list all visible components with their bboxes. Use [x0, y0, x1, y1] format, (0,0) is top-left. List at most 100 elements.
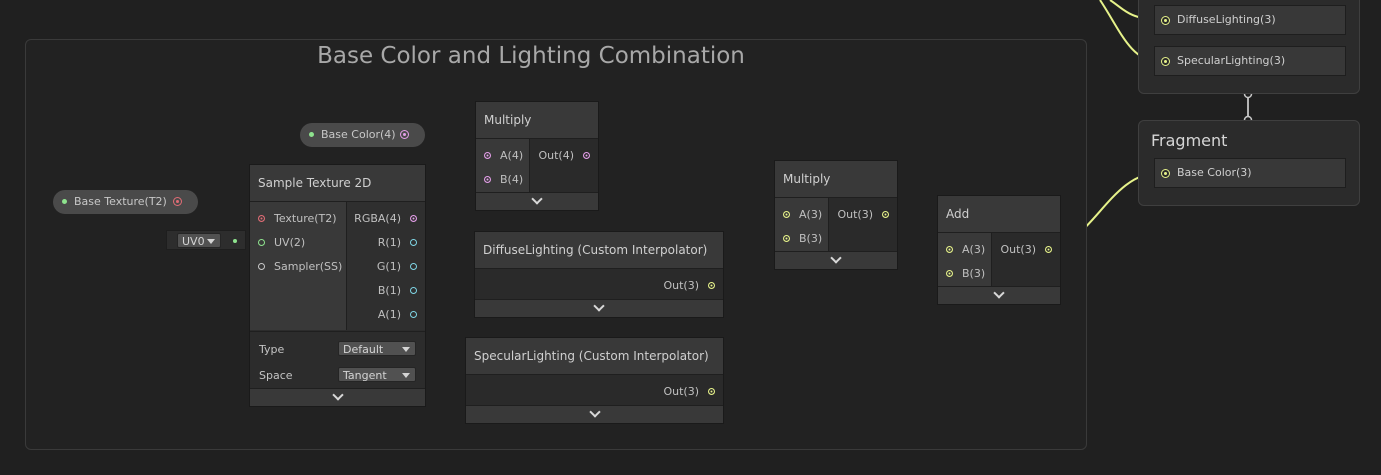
fragment-slot-base-color[interactable]: Base Color(3) — [1154, 158, 1346, 188]
input-port-sampler[interactable]: Sampler(SS) — [258, 255, 342, 279]
dropdown-arrow-icon — [207, 239, 215, 244]
uv-channel-field[interactable]: UV0 — [166, 230, 246, 250]
port-dot[interactable] — [410, 311, 417, 318]
group-title[interactable]: Base Color and Lighting Combination — [317, 43, 745, 69]
port-dot[interactable] — [783, 211, 790, 218]
port-dot[interactable] — [783, 235, 790, 242]
fragment-title: Fragment — [1151, 131, 1228, 150]
input-port-b[interactable]: B(3) — [946, 262, 985, 286]
diffuse-lighting-node[interactable]: DiffuseLighting (Custom Interpolator) Ou… — [474, 231, 724, 318]
port-dot[interactable] — [708, 282, 715, 289]
type-dropdown[interactable]: Default — [338, 341, 416, 356]
expand-button[interactable] — [466, 405, 723, 423]
node-ports: A(3) B(3) Out(3) — [775, 198, 897, 253]
port-dot[interactable] — [708, 388, 715, 395]
expand-button[interactable] — [938, 286, 1060, 304]
output-port-out[interactable]: Out(3) — [837, 203, 889, 227]
port-dot[interactable] — [1162, 170, 1169, 177]
port-label: A(1) — [377, 308, 401, 321]
expand-button[interactable] — [476, 192, 598, 210]
vertex-block[interactable]: DiffuseLighting(3) SpecularLighting(3) — [1138, 0, 1360, 94]
expand-button[interactable] — [475, 299, 723, 317]
output-port-dot[interactable] — [174, 198, 181, 205]
port-label: Out(4) — [538, 149, 574, 162]
space-dropdown[interactable]: Tangent — [338, 367, 416, 382]
output-port-out[interactable]: Out(3) — [1000, 238, 1052, 262]
input-port-a[interactable]: A(4) — [484, 144, 523, 168]
sample-texture-2d-node[interactable]: Sample Texture 2D Texture(T2) UV(2) Samp… — [249, 164, 426, 407]
multiply-node-1[interactable]: Multiply A(4) B(4) Out(4) — [475, 101, 599, 211]
port-label: A(4) — [500, 149, 524, 162]
expand-button[interactable] — [775, 251, 897, 269]
port-label: B(1) — [377, 284, 401, 297]
port-label: R(1) — [377, 236, 401, 249]
output-port-r[interactable]: R(1) — [378, 231, 417, 255]
output-column — [991, 233, 1060, 288]
node-title[interactable]: Multiply — [775, 161, 897, 198]
port-label: Sampler(SS) — [274, 260, 343, 273]
port-dot[interactable] — [258, 239, 265, 246]
node-title[interactable]: Sample Texture 2D — [250, 165, 425, 202]
output-port-g[interactable]: G(1) — [377, 255, 417, 279]
node-title[interactable]: SpecularLighting (Custom Interpolator) — [466, 338, 723, 375]
port-dot[interactable] — [946, 270, 953, 277]
property-base-color[interactable]: Base Color(4) — [300, 123, 425, 147]
chevron-down-icon — [588, 406, 601, 418]
output-port-out[interactable]: Out(3) — [663, 380, 715, 404]
space-label: Space — [259, 369, 293, 382]
node-title[interactable]: Multiply — [476, 102, 598, 139]
node-title[interactable]: DiffuseLighting (Custom Interpolator) — [475, 232, 723, 269]
property-base-texture[interactable]: Base Texture(T2) — [53, 190, 198, 214]
output-port-out[interactable]: Out(4) — [538, 144, 590, 168]
vertex-slot-label: DiffuseLighting(3) — [1177, 13, 1276, 26]
output-column — [828, 198, 897, 253]
property-dot — [309, 132, 314, 137]
input-port-uv[interactable]: UV(2) — [258, 231, 305, 255]
output-port-out[interactable]: Out(3) — [663, 274, 715, 298]
input-column — [476, 139, 530, 194]
port-label: B(3) — [962, 267, 986, 280]
port-dot[interactable] — [410, 263, 417, 270]
port-label: B(4) — [500, 173, 524, 186]
port-dot[interactable] — [258, 263, 265, 270]
vertex-slot-diffuse[interactable]: DiffuseLighting(3) — [1154, 5, 1346, 35]
port-dot[interactable] — [484, 176, 491, 183]
port-label: B(3) — [799, 232, 823, 245]
input-column — [775, 198, 829, 253]
port-label: UV(2) — [274, 236, 306, 249]
expand-button[interactable] — [250, 388, 425, 406]
specular-lighting-node[interactable]: SpecularLighting (Custom Interpolator) O… — [465, 337, 724, 424]
port-dot[interactable] — [946, 246, 953, 253]
port-dot[interactable] — [410, 215, 417, 222]
fragment-block[interactable]: Fragment Base Color(3) — [1138, 120, 1360, 206]
multiply-node-2[interactable]: Multiply A(3) B(3) Out(3) — [774, 160, 898, 270]
property-label: Base Color(4) — [321, 128, 396, 141]
input-port-a[interactable]: A(3) — [783, 203, 822, 227]
chevron-down-icon — [830, 252, 842, 264]
port-dot[interactable] — [1162, 58, 1169, 65]
port-dot[interactable] — [410, 287, 417, 294]
input-port-a[interactable]: A(3) — [946, 238, 985, 262]
input-column — [250, 202, 347, 330]
add-node[interactable]: Add A(3) B(3) Out(3) — [937, 195, 1061, 305]
vertex-slot-specular[interactable]: SpecularLighting(3) — [1154, 46, 1346, 76]
node-title[interactable]: Add — [938, 196, 1060, 233]
dropdown-arrow-icon — [402, 373, 410, 378]
input-port-b[interactable]: B(4) — [484, 168, 523, 192]
output-port-dot[interactable] — [401, 131, 408, 138]
input-port-b[interactable]: B(3) — [783, 227, 822, 251]
uv-channel-dropdown[interactable]: UV0 — [177, 233, 221, 248]
output-port-rgba[interactable]: RGBA(4) — [354, 207, 417, 231]
output-column — [529, 139, 598, 194]
port-dot[interactable] — [484, 152, 491, 159]
port-dot[interactable] — [410, 239, 417, 246]
uv-output-dot[interactable] — [233, 239, 237, 243]
port-dot[interactable] — [258, 215, 265, 222]
output-port-a[interactable]: A(1) — [378, 303, 417, 327]
port-dot[interactable] — [1162, 17, 1169, 24]
port-dot[interactable] — [1045, 246, 1052, 253]
output-port-b[interactable]: B(1) — [378, 279, 417, 303]
port-dot[interactable] — [583, 152, 590, 159]
port-dot[interactable] — [882, 211, 889, 218]
input-port-texture[interactable]: Texture(T2) — [258, 207, 337, 231]
